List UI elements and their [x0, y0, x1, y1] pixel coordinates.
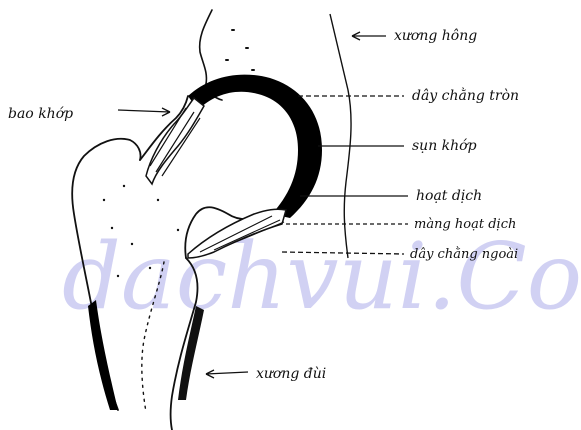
label-round-ligament: dây chằng tròn — [412, 86, 519, 104]
label-femur: xương đùi — [256, 366, 326, 382]
label-hip-bone: xương hông — [394, 28, 477, 44]
pelvis-boundary-line — [330, 14, 351, 258]
label-external-ligament: dây chằng ngoài — [410, 246, 518, 262]
watermark-text: dachvui.Com — [62, 223, 581, 330]
label-synovial-membrane: màng hoạt dịch — [414, 217, 516, 232]
label-cartilage: sụn khớp — [412, 138, 477, 154]
label-synovial-fluid: hoạt dịch — [416, 188, 482, 204]
label-joint-capsule: bao khớp — [8, 106, 73, 122]
